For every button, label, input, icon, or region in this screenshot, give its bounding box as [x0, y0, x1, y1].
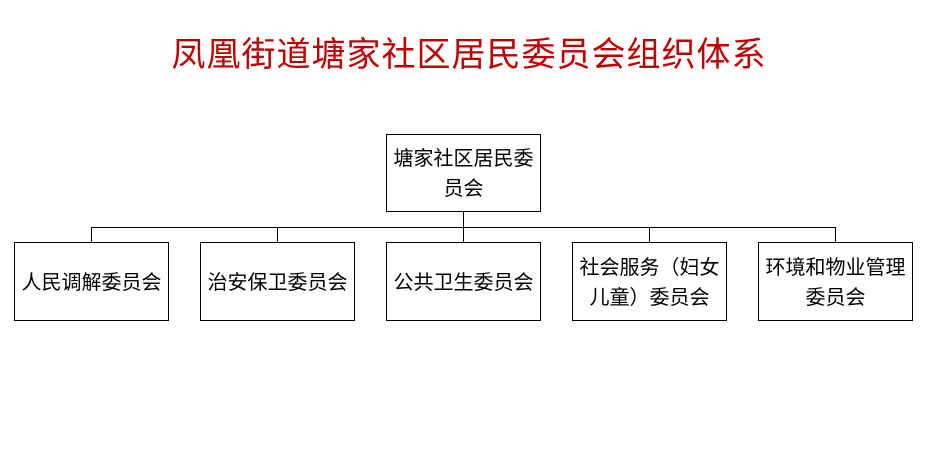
child-node-label: 社会服务（妇女儿童）委员会: [579, 254, 720, 309]
child-node-box: 公共卫生委员会: [386, 242, 541, 321]
child-node-box: 人民调解委员会: [14, 242, 169, 321]
root-node-label: 塘家社区居民委员会: [393, 146, 534, 200]
chart-title: 凤凰街道塘家社区居民委员会组织体系: [171, 35, 767, 75]
child-node-label: 治安保卫委员会: [207, 269, 348, 294]
root-node-box: 塘家社区居民委员会: [386, 134, 541, 212]
child-node-label: 环境和物业管理委员会: [765, 254, 906, 309]
child-node-box: 环境和物业管理委员会: [758, 242, 913, 321]
child-node-box: 社会服务（妇女儿童）委员会: [572, 242, 727, 321]
child-node-label: 公共卫生委员会: [393, 269, 534, 294]
child-node-label: 人民调解委员会: [21, 269, 162, 294]
child-node-box: 治安保卫委员会: [200, 242, 355, 321]
